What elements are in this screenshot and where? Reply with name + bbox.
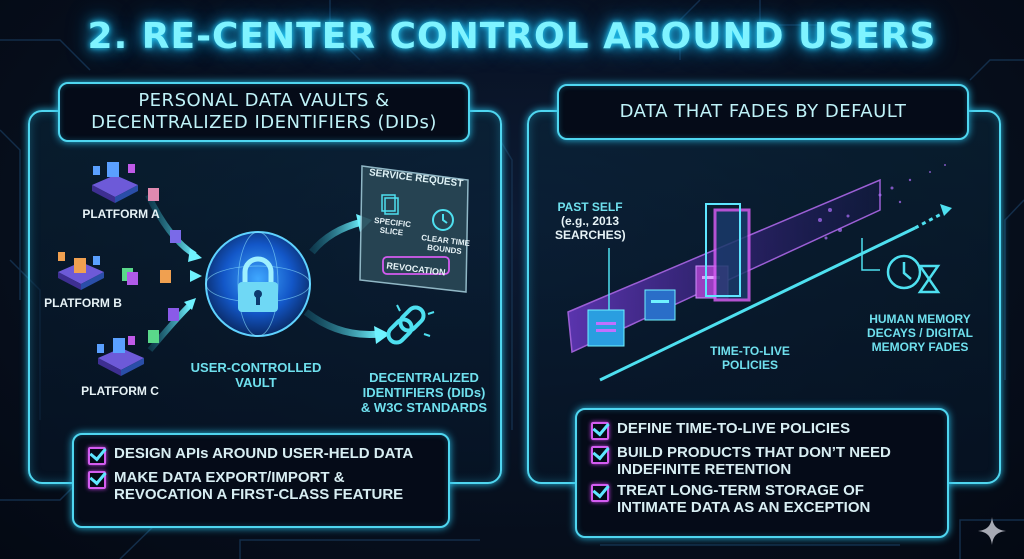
- right-checklist-item: BUILD PRODUCTS THAT DON’T NEED INDEFINIT…: [591, 444, 933, 478]
- clock-refresh-icon: [432, 209, 454, 231]
- platform-a-label: PLATFORM A: [82, 207, 160, 221]
- data-block-cube-2: [644, 289, 676, 321]
- checklist-text: REVOCATION A FIRST-CLASS FEATURE: [114, 486, 404, 503]
- platform-c-label: PLATFORM C: [81, 384, 159, 398]
- platform-c-icon: [97, 336, 144, 376]
- page-title: 2. RE-CENTER CONTROL AROUND USERS: [87, 16, 937, 57]
- ttl-line2: POLICIES: [721, 358, 778, 372]
- right-checklist: DEFINE TIME-TO-LIVE POLICIES BUILD PRODU…: [575, 408, 949, 538]
- checkbox-checked-icon: [591, 484, 609, 502]
- ttl-label: TIME-TO-LIVE POLICIES: [705, 344, 795, 372]
- checkbox-checked-icon: [591, 422, 609, 440]
- did-label-line3: & W3C STANDARDS: [360, 400, 488, 415]
- past-self-label: PAST SELF (e.g., 2013 SEARCHES): [555, 200, 626, 242]
- checkbox-checked-icon: [88, 471, 106, 489]
- did-label-line1: DECENTRALIZED: [369, 370, 479, 385]
- vault-illustration: [58, 162, 469, 376]
- checklist-text: DESIGN APIs AROUND USER-HELD DATA: [114, 445, 414, 462]
- memory-line1: HUMAN MEMORY: [869, 312, 971, 326]
- lock-icon: [238, 256, 278, 312]
- memory-fades-label: HUMAN MEMORY DECAYS / DIGITAL MEMORY FAD…: [860, 312, 980, 354]
- checklist-text: INTIMATE DATA AS AN EXCEPTION: [617, 499, 871, 516]
- past-self-line3: SEARCHES): [555, 228, 626, 242]
- checkbox-checked-icon: [591, 446, 609, 464]
- checklist-text: TREAT LONG-TERM STORAGE OF: [617, 482, 864, 499]
- vault-label-line2: VAULT: [235, 375, 277, 390]
- left-header-line2: DECENTRALIZED IDENTIFIERS (DIDs): [91, 112, 437, 133]
- ttl-line1: TIME-TO-LIVE: [710, 344, 790, 358]
- past-self-line2: (e.g., 2013: [560, 214, 620, 228]
- platform-b-label: PLATFORM B: [44, 296, 122, 310]
- right-checklist-item: DEFINE TIME-TO-LIVE POLICIES: [591, 420, 933, 440]
- did-label: DECENTRALIZED IDENTIFIERS (DIDs) & W3C S…: [354, 370, 494, 415]
- did-label-line2: IDENTIFIERS (DIDs): [362, 385, 486, 400]
- dissolving-particles: [818, 164, 946, 240]
- ttl-gate: [713, 208, 751, 302]
- hourglass-icon: [917, 264, 941, 294]
- sparkle-icon: [978, 517, 1006, 545]
- left-header-line1: PERSONAL DATA VAULTS &: [138, 90, 390, 111]
- left-checklist-item: DESIGN APIs AROUND USER-HELD DATA: [88, 445, 434, 465]
- data-block-cube-1: [587, 309, 625, 347]
- left-panel-header: PERSONAL DATA VAULTS & DECENTRALIZED IDE…: [58, 82, 470, 142]
- clock-icon: [886, 254, 922, 290]
- left-checklist-item: MAKE DATA EXPORT/IMPORT & REVOCATION A F…: [88, 469, 434, 503]
- vault-label-line1: USER-CONTROLLED: [190, 360, 322, 375]
- broken-chain-link-icon: [386, 304, 435, 345]
- memory-line3: MEMORY FADES: [871, 340, 969, 354]
- left-checklist: DESIGN APIs AROUND USER-HELD DATA MAKE D…: [72, 433, 450, 528]
- document-stack-icon: [381, 194, 399, 215]
- memory-line2: DECAYS / DIGITAL: [866, 326, 973, 340]
- platform-a-icon: [92, 162, 138, 203]
- platform-b-icon: [58, 252, 104, 290]
- data-fade-illustration: [567, 164, 952, 382]
- past-self-line1: PAST SELF: [557, 200, 623, 214]
- checkbox-checked-icon: [88, 447, 106, 465]
- checklist-text: DEFINE TIME-TO-LIVE POLICIES: [617, 420, 851, 437]
- revocation-button-frame: [382, 256, 450, 275]
- checklist-text: INDEFINITE RETENTION: [617, 461, 792, 478]
- service-request-card: [359, 165, 469, 293]
- right-checklist-item: TREAT LONG-TERM STORAGE OF INTIMATE DATA…: [591, 482, 933, 516]
- checklist-text: MAKE DATA EXPORT/IMPORT &: [114, 469, 345, 486]
- checklist-text: BUILD PRODUCTS THAT DON’T NEED: [617, 444, 891, 461]
- vault-label: USER-CONTROLLED VAULT: [186, 360, 326, 390]
- right-panel-header: DATA THAT FADES BY DEFAULT: [557, 84, 969, 140]
